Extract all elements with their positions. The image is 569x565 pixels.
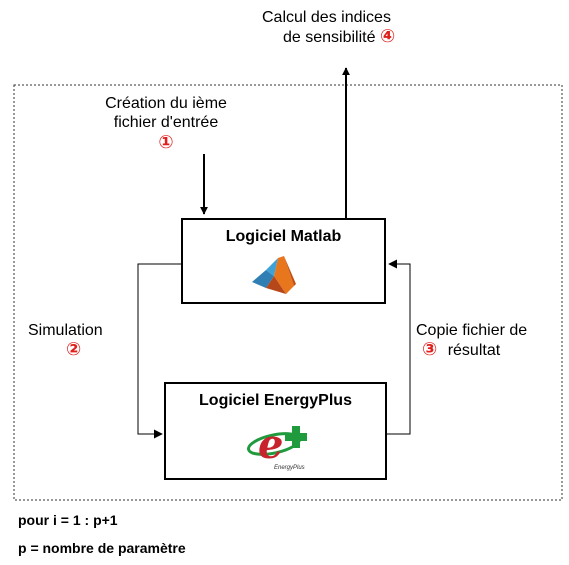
energyplus-box: [164, 382, 387, 480]
step-4-number: ④: [379, 26, 396, 46]
simulation-label-text: Simulation: [28, 322, 103, 339]
copy-result-label-line1: Copie fichier de: [416, 322, 528, 339]
svg-text:e: e: [258, 421, 283, 468]
simulation-label: Simulation ②: [28, 321, 103, 359]
energyplus-box-title: Logiciel EnergyPlus: [199, 392, 352, 409]
step-1-number: ①: [158, 132, 174, 152]
sensitivity-label-line2: de sensibilité: [283, 29, 376, 46]
step-3-number: ③: [422, 339, 438, 359]
step-2-number: ②: [66, 339, 82, 359]
creation-label-line1: Création du ième: [105, 95, 227, 112]
energyplus-logo-caption: EnergyPlus: [274, 465, 305, 471]
matlab-logo-icon: [252, 256, 296, 294]
copy-result-label-line2-row: ③ résultat: [416, 340, 527, 360]
parameter-definition: p = nombre de paramètre: [18, 540, 186, 556]
copy-result-label: Copie fichier de ③ résultat: [416, 321, 527, 360]
loop-frame: [13, 84, 563, 501]
copy-result-arrow: [386, 259, 411, 435]
simulation-arrow: [137, 263, 182, 439]
creation-label: Création du ième fichier d'entrée ①: [66, 94, 266, 152]
sensitivity-label-line2-row: de sensibilité ④: [262, 27, 462, 47]
matlab-box-title: Logiciel Matlab: [225, 228, 342, 245]
energyplus-logo-icon: e EnergyPlus: [246, 421, 307, 471]
loop-condition: pour i = 1 : p+1: [18, 512, 118, 528]
sensitivity-label-line1: Calcul des indices: [262, 9, 391, 26]
creation-label-line2: fichier d'entrée: [113, 114, 219, 131]
copy-result-label-line2: résultat: [447, 342, 501, 359]
sensitivity-label: Calcul des indices de sensibilité ④: [262, 8, 462, 47]
